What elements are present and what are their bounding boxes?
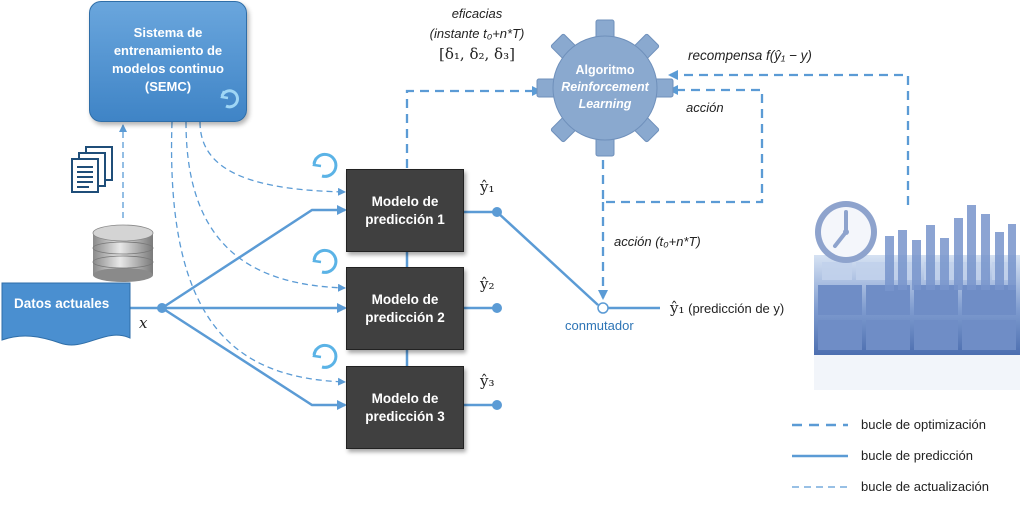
x-to-model3-line: [161, 306, 347, 410]
model-2-box: Modelo de predicción 2: [346, 267, 464, 350]
final-output-var: ŷ₁: [670, 299, 685, 317]
recompensa-label: recompensa f(ŷ₁ − y): [688, 48, 812, 63]
model-1-box: Modelo de predicción 1: [346, 169, 464, 252]
prediction-loop: [130, 205, 660, 410]
eficacias-arrow: [405, 86, 542, 168]
legend-optimizacion-label: bucle de optimización: [861, 417, 987, 432]
refresh-icon: [312, 343, 338, 369]
eficacias-deltas: [δ₁, δ₂, δ₃]: [439, 45, 515, 63]
switch-node: [597, 302, 609, 314]
final-output-text: (predicción de y): [688, 301, 785, 316]
recompensa-arrow: [668, 70, 910, 205]
output2-dot: [492, 303, 502, 313]
eficacias-line1: eficacias: [451, 6, 503, 21]
model-3-box: Modelo de predicción 3: [346, 366, 464, 449]
containers-chart-image: [814, 201, 1020, 390]
output3-dot: [492, 400, 502, 410]
algorithm-line3: Learning: [578, 97, 632, 111]
model-1-line2: predicción 1: [365, 211, 445, 227]
semc-to-model2-arrow: [185, 121, 346, 292]
semc-to-model1-arrow: [199, 121, 346, 196]
semc-line1: Sistema de: [133, 25, 203, 40]
output-y2-label: ŷ₂: [480, 275, 495, 293]
refresh-icon: [220, 89, 239, 109]
input-x-label: x: [139, 314, 148, 332]
output1-dot: [492, 207, 502, 217]
algorithm-line2: Reinforcement: [561, 80, 649, 94]
eficacias-label: eficacias (instante t₀+n*T) [δ₁, δ₂, δ₃]: [410, 4, 544, 64]
legend-prediccion-label: bucle de predicción: [861, 448, 974, 463]
model-3-line1: Modelo de: [371, 390, 439, 406]
output-y1-label: ŷ₁: [480, 178, 495, 196]
model-1-line1: Modelo de: [371, 193, 439, 209]
documents-icon: [71, 146, 113, 193]
semc-box: Sistema de entrenamiento de modelos cont…: [89, 1, 247, 122]
accion-t-label: acción (t₀+n*T): [614, 234, 701, 249]
refresh-icon: [312, 152, 338, 178]
datos-actuales-label: Datos actuales: [14, 296, 110, 311]
semc-to-model3-arrow: [170, 121, 346, 386]
model-2-line1: Modelo de: [371, 291, 439, 307]
update-loop: [119, 121, 346, 386]
model-3-line2: predicción 3: [365, 408, 445, 424]
algorithm-label: Algoritmo Reinforcement Learning: [546, 62, 664, 113]
semc-line4: (SEMC): [144, 79, 192, 94]
eficacias-line2: (instante t₀+n*T): [429, 26, 525, 41]
final-output-label: ŷ₁ (predicción de y): [670, 299, 784, 317]
input-node-dot: [157, 303, 167, 313]
legend-actualizacion-label: bucle de actualización: [861, 479, 989, 494]
semc-line3: modelos continuo: [112, 61, 224, 76]
accion-label: acción: [686, 100, 724, 115]
database-icon: [92, 224, 154, 282]
algorithm-line1: Algoritmo: [575, 63, 635, 77]
gear-icon: [536, 19, 674, 157]
datos-actuales-shape: [1, 282, 131, 346]
accion-feedback-arrow: [601, 85, 764, 204]
refresh-icon: [312, 248, 338, 274]
conmutador-label: conmutador: [565, 318, 634, 333]
refresh-icons: [312, 152, 338, 369]
prediction-dots: [157, 207, 502, 410]
optimization-loop: [405, 70, 910, 300]
switch-arm-line: [496, 211, 599, 306]
legend-lines: [792, 423, 848, 488]
output-y3-label: ŷ₃: [480, 372, 495, 390]
model-2-line2: predicción 2: [365, 309, 445, 325]
x-to-model1-line: [161, 205, 347, 310]
semc-line2: entrenamiento de: [113, 43, 223, 58]
clock-icon: [815, 201, 877, 263]
